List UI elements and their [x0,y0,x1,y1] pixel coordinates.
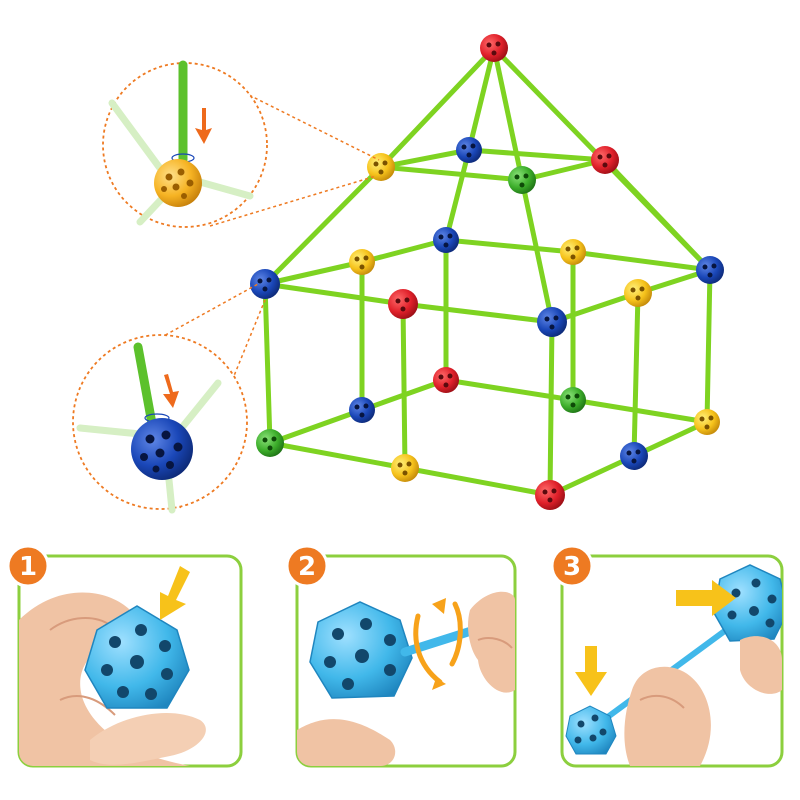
ball-yellow [391,454,419,482]
ball-yellow [560,239,586,265]
ball-green [256,429,284,457]
ball-yellow [694,409,720,435]
step-badge-2: 2 [285,544,329,588]
step-number: 3 [563,552,581,582]
step-badge-3: 3 [550,544,594,588]
hand [624,666,711,766]
light-blue-connector [84,605,190,709]
ball-blue [696,256,724,284]
down-arrow-icon [575,646,607,696]
light-blue-connector [713,564,782,642]
yellow-connector-zoom [154,159,202,207]
blue-connector-zoom [131,418,193,480]
hand [19,592,190,766]
ball-red [433,367,459,393]
ball-blue [433,227,459,253]
ball-blue [620,442,648,470]
down-arrow-icon [160,566,190,620]
hand [467,591,515,693]
step-panel-2: 2 [285,544,517,768]
connector-balls [250,34,724,510]
fort-frame [262,45,713,498]
ball-yellow [367,153,395,181]
step-panel-1: 1 [6,544,243,768]
down-arrow-icon [195,108,212,144]
ball-yellow [624,279,652,307]
ball-blue [456,137,482,163]
ball-blue [537,307,567,337]
ball-red [535,480,565,510]
step-badge-1: 1 [6,544,50,588]
light-blue-connector [309,601,413,699]
zoom-callout-top [102,60,380,228]
hand [740,636,782,694]
step-panel-3: 3 [550,544,784,768]
ball-green [560,387,586,413]
ball-red [591,146,619,174]
right-arrow-icon [676,580,736,616]
ball-blue [250,269,280,299]
light-blue-connector [565,705,617,755]
ball-red [388,289,418,319]
ball-green [508,166,536,194]
hand [297,719,396,766]
finger [90,712,206,765]
step-number: 2 [298,552,316,582]
ball-red [480,34,508,62]
rotate-arrows-icon [413,601,463,685]
zoom-callout-bottom [72,283,266,514]
ball-yellow [349,249,375,275]
step-number: 1 [19,552,37,582]
down-arrow-icon [163,374,179,408]
ball-blue [349,397,375,423]
